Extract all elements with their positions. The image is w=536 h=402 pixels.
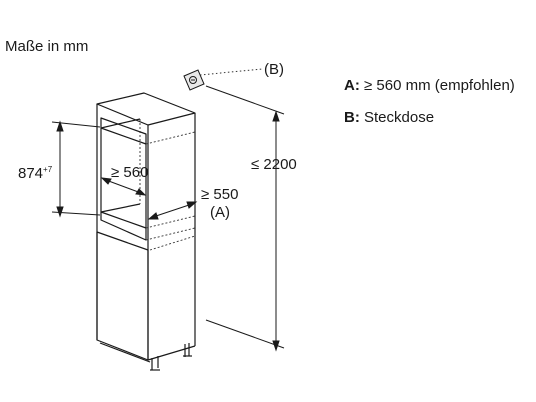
- niche-top-shelf-back: [100, 118, 141, 129]
- cabinet-top: [96, 92, 196, 126]
- niche-depth-label: ≥ 550: [201, 186, 239, 203]
- legend-text-a: ≥ 560 mm (empfohlen): [364, 77, 515, 94]
- niche-width-dimension: [100, 177, 147, 196]
- niche-depth-line: [152, 203, 193, 218]
- total-height-ext-top: [205, 85, 285, 115]
- plinth-front: [99, 342, 151, 363]
- niche-height-value: 874: [18, 165, 44, 182]
- page-title: Maße in mm: [5, 38, 89, 55]
- total-height-ext-bottom: [205, 319, 285, 349]
- cabinet-hidden-lines: [139, 119, 196, 251]
- niche-width-arrow-left: [100, 177, 112, 185]
- niche-floor: [100, 211, 147, 229]
- cabinet-bottom-side: [147, 345, 196, 361]
- niche-width-label: ≥ 560: [111, 164, 149, 181]
- niche-depth-dimension: [147, 201, 198, 220]
- dashed-shelf-top: [145, 131, 196, 145]
- total-height-label: ≤ 2200: [251, 156, 297, 173]
- total-height-arrow-bottom: [272, 340, 280, 352]
- niche-depth-arrow-left: [147, 212, 159, 220]
- niche-depth-ref-label: (A): [210, 204, 230, 221]
- niche-floor-back: [100, 203, 141, 213]
- niche-height-arrow-bottom: [56, 206, 64, 218]
- total-height-arrow-top: [272, 110, 280, 122]
- niche-height-arrow-top: [56, 120, 64, 132]
- cabinet-outline: [96, 92, 196, 371]
- total-height-dimension: [205, 85, 285, 352]
- niche-height-dimension: [51, 120, 101, 218]
- legend-item-b: B: Steckdose: [344, 109, 434, 126]
- niche-height-tolerance: +7: [43, 165, 53, 174]
- socket-icon: [183, 69, 205, 91]
- legend-item-a: A: ≥ 560 mm (empfohlen): [344, 77, 515, 94]
- niche-top-shelf: [100, 127, 147, 145]
- dashed-shelf-floor: [145, 215, 196, 229]
- niche-width-arrow-right: [135, 188, 147, 196]
- socket-ref-label: (B): [264, 61, 284, 78]
- lower-door: [96, 231, 149, 361]
- socket-leader-line: [199, 68, 263, 76]
- legend-key-b: B:: [344, 109, 360, 126]
- niche-depth-arrow-right: [186, 201, 198, 209]
- legend-key-a: A:: [344, 77, 360, 94]
- dashed-door-back: [149, 235, 196, 251]
- niche-width-line: [105, 179, 142, 194]
- niche-height-label: 874+7: [18, 161, 52, 182]
- dashed-door-top: [145, 227, 196, 241]
- legend-text-b: Steckdose: [364, 109, 435, 126]
